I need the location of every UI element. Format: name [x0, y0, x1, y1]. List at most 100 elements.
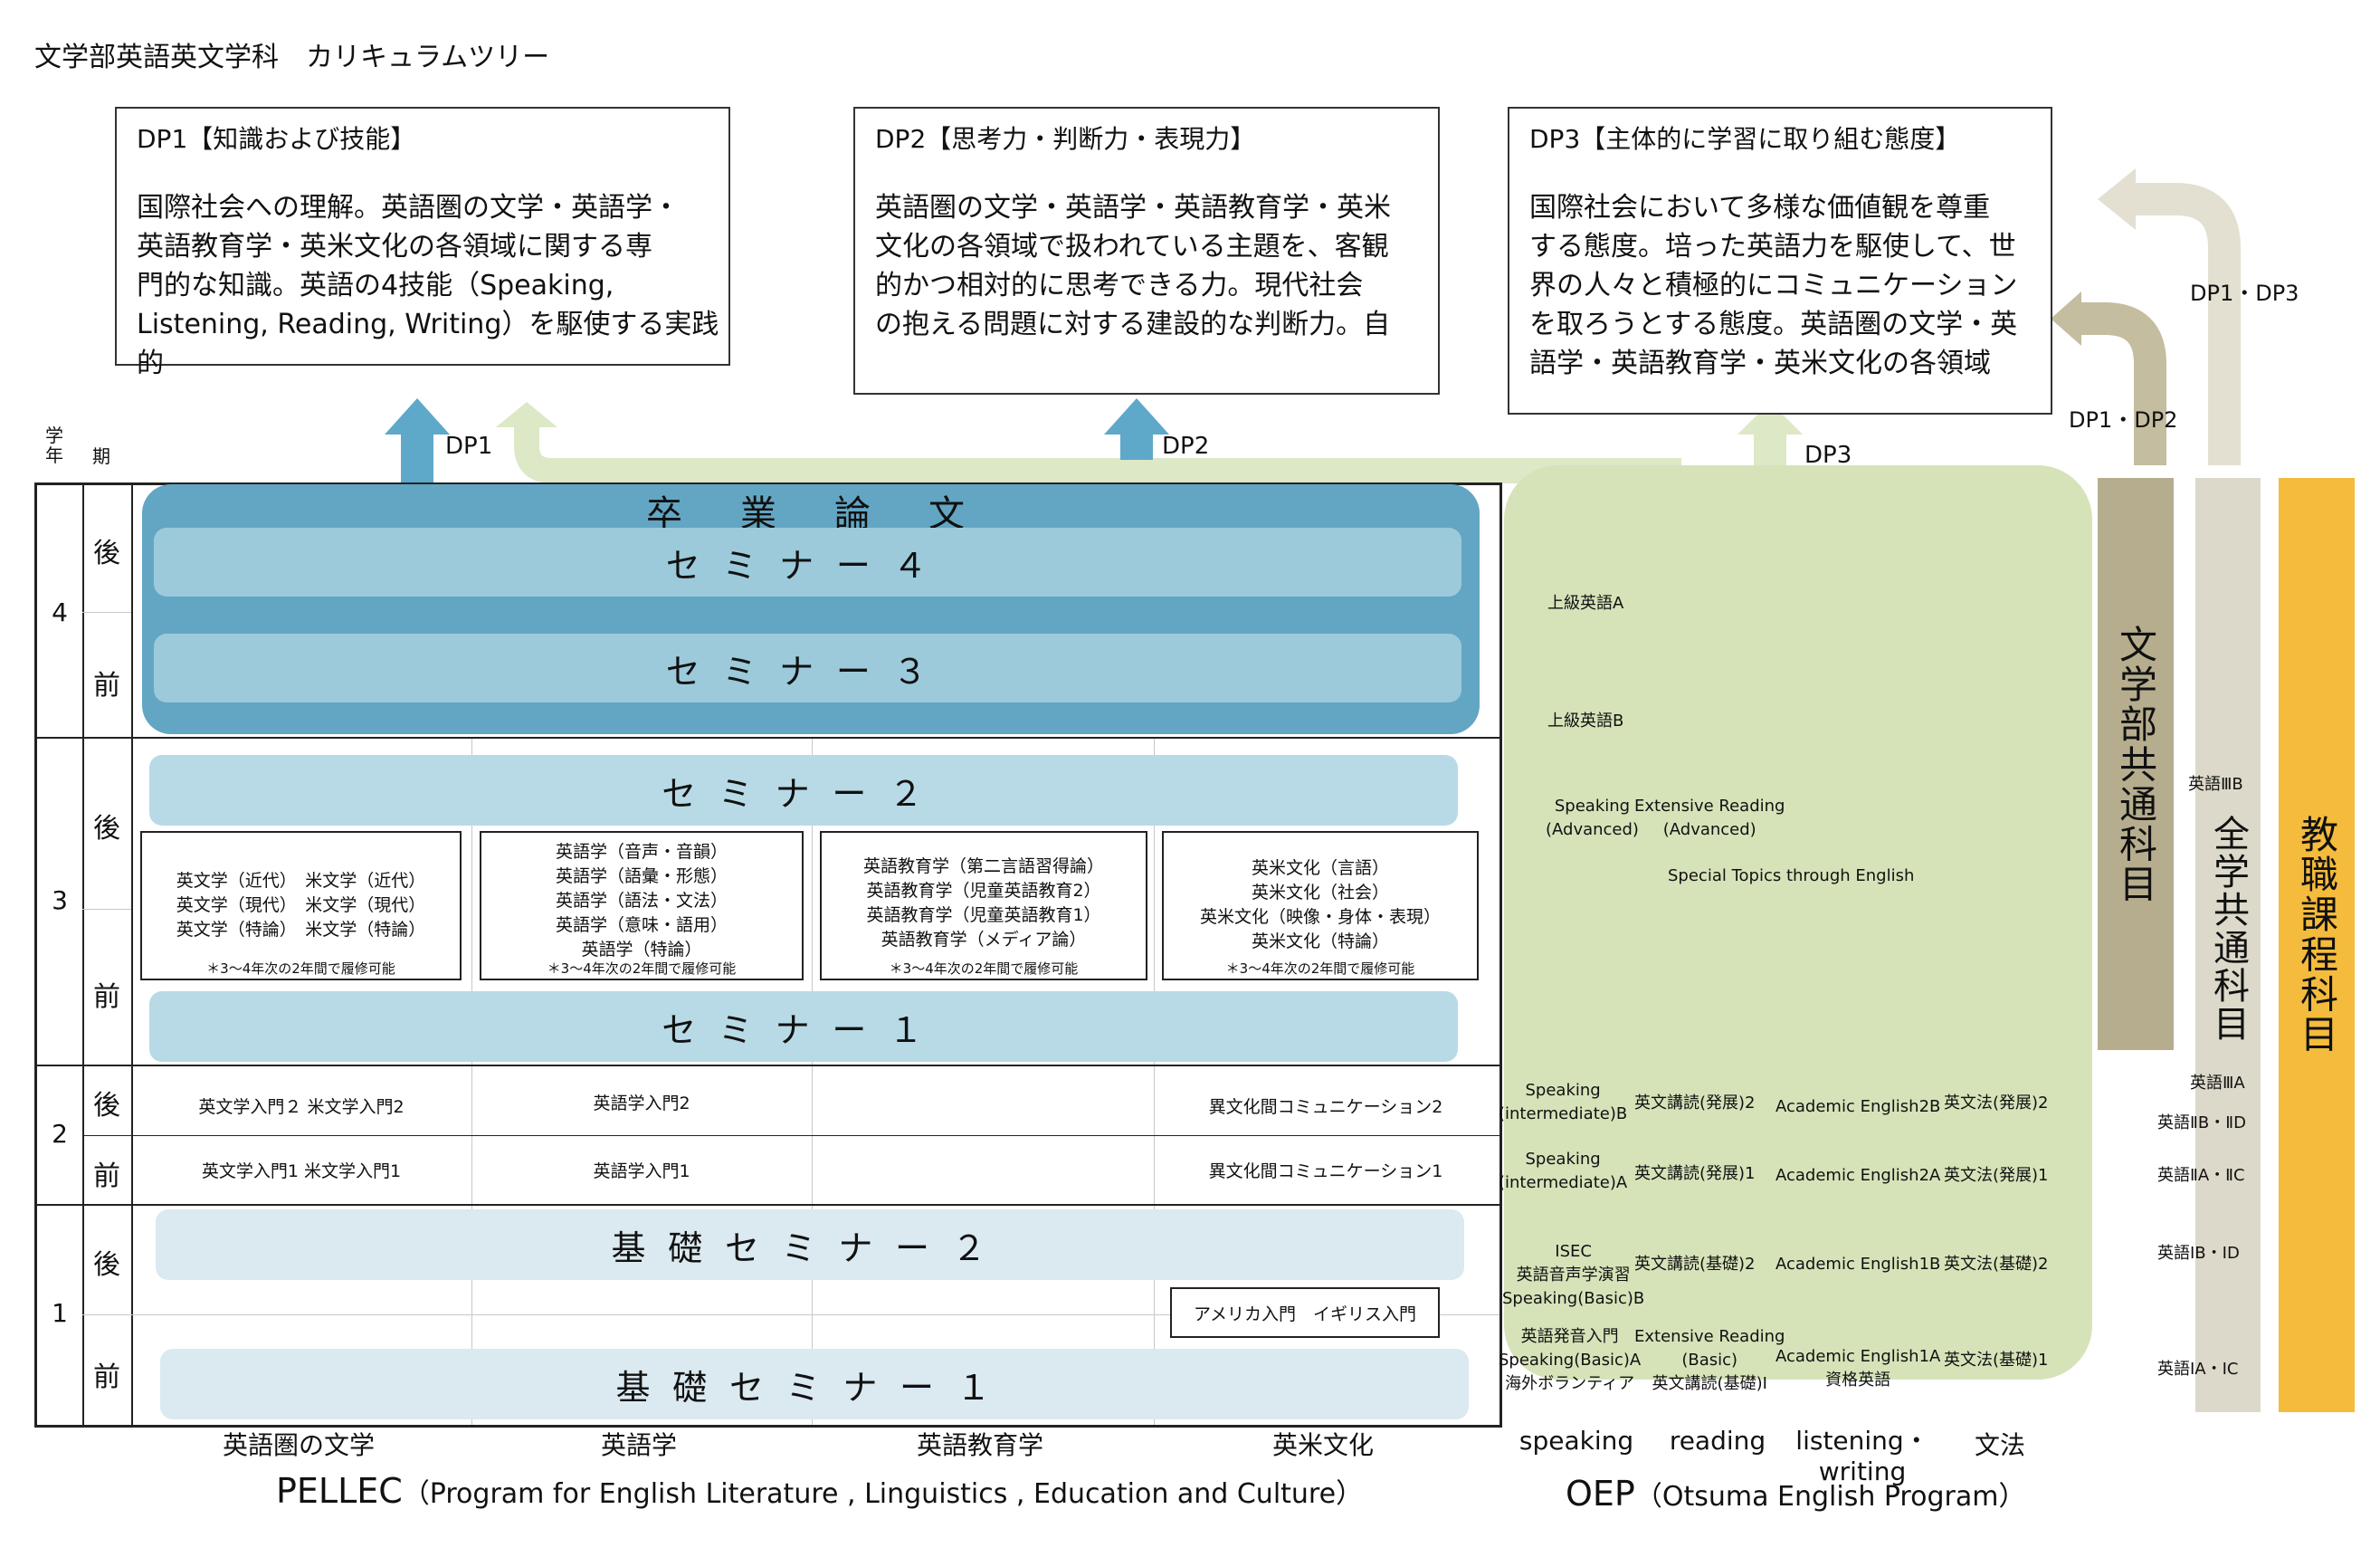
- year-4-label: 4: [52, 597, 68, 627]
- year-header: 学 年: [45, 425, 63, 466]
- dp3-arrow-label: DP3: [1804, 442, 1852, 469]
- english-level-2b-2d: 英語ⅡB・ⅡD: [2157, 1113, 2246, 1132]
- topic-literature-courses: 英文学（近代） 米文学（近代） 英文学（現代） 米文学（現代） 英文学（特論） …: [176, 871, 426, 940]
- col-divider-1: [471, 737, 472, 1425]
- dp1-body: 国際社会への理解。英語圏の文学・英語学・ 英語教育学・英米文化の各領域に関する専…: [137, 192, 719, 379]
- oep-eibunpo-hatten-1: 英文法(発展)1: [1944, 1166, 2049, 1185]
- dp1-dp3-curve-arrow: [2136, 183, 2241, 465]
- topic-box-literature: 英文学（近代） 米文学（近代） 英文学（現代） 米文学（現代） 英文学（特論） …: [140, 831, 462, 980]
- y2-late-culture: 異文化間コミュニケーション2: [1208, 1097, 1443, 1117]
- col-footer-education: 英語教育学: [916, 1430, 1043, 1460]
- col-divider-3: [1154, 737, 1155, 1425]
- topic-linguistics-note: ＊3〜4年次の2年間で履修可能: [547, 960, 737, 977]
- oep-eibun-kiso-2: 英文講読(基礎)2: [1634, 1255, 1756, 1274]
- oep-academic-2b: Academic English2B: [1775, 1097, 1941, 1116]
- dp1-dp2-arrow-label: DP1・DP2: [2069, 407, 2178, 433]
- oep-speaking-int-a: Speaking (intermediate)A: [1499, 1150, 1628, 1192]
- pellec-label: PELLEC（Program for English Literature , …: [276, 1471, 1363, 1511]
- topic-box-culture: 英米文化（言語） 英米文化（社会） 英米文化（映像・身体・表現） 英米文化（特論…: [1162, 831, 1479, 980]
- bar-zengaku-common: 全学共通科目: [2195, 478, 2261, 1412]
- seminar-2: セミナー２: [149, 755, 1458, 826]
- oep-label: OEP（Otsuma English Program）: [1566, 1474, 2025, 1514]
- pellec-acronym: PELLEC: [276, 1471, 403, 1511]
- oep-fullname: （Otsuma English Program）: [1634, 1481, 2026, 1513]
- oep-area: [1504, 465, 2092, 1380]
- oep-eibun-hatten-2: 英文講読(発展)2: [1634, 1094, 1756, 1113]
- oep-hatsuon: 英語発音入門 Speaking(Basic)A 海外ボランティア: [1499, 1327, 1642, 1393]
- oep-eibunpo-hatten-2: 英文法(発展)2: [1944, 1094, 2049, 1113]
- y2-late-label: 後: [93, 1090, 120, 1122]
- dp3-body: 国際社会において多様な価値観を尊重 する態度。培った英語力を駆使して、世 界の人…: [1529, 192, 2018, 379]
- oep-eibun-hatten-1: 英文講読(発展)1: [1634, 1164, 1756, 1183]
- oep-col-reading: reading: [1669, 1426, 1766, 1456]
- basic-seminar-2: 基礎セミナー２: [156, 1209, 1464, 1280]
- y3-late-label: 後: [93, 813, 120, 845]
- term-divider-y2: [82, 1135, 1499, 1136]
- col-footer-culture: 英米文化: [1271, 1430, 1374, 1460]
- oep-speaking-advanced: Speaking (Advanced): [1546, 797, 1639, 839]
- dp2-arrowhead: [1104, 398, 1169, 435]
- term-divider-y3: [82, 909, 131, 910]
- y2-late-linguistics: 英語学入門2: [593, 1094, 690, 1113]
- term-header: 期: [92, 445, 110, 467]
- oep-academic-1a: Academic English1A 資格英語: [1775, 1347, 1941, 1390]
- oep-eibunpo-kiso-1: 英文法(基礎)1: [1944, 1351, 2049, 1370]
- dp1-arrowhead: [385, 398, 450, 435]
- bar-zengaku-label: 全学共通科目: [2207, 815, 2249, 1043]
- oep-extensive-basic: Extensive Reading (Basic) 英文講読(基礎)Ⅰ: [1634, 1327, 1785, 1393]
- english-level-1b-1d: 英語ⅠB・ⅠD: [2157, 1244, 2240, 1263]
- oep-speaking-int-b: Speaking (intermediate)B: [1499, 1081, 1628, 1123]
- topic-culture-note: ＊3〜4年次の2年間で履修可能: [1225, 960, 1415, 977]
- dp3-arrow-shaft: [1754, 433, 1786, 469]
- oep-advanced-a: 上級英語A: [1547, 594, 1624, 613]
- dp2-flow-arrow: [514, 425, 1681, 483]
- topic-education-courses: 英語教育学（第二言語習得論） 英語教育学（児童英語教育2） 英語教育学（児童英語…: [862, 856, 1104, 950]
- year-divider-3-2: [37, 1065, 1499, 1066]
- y4-late-label: 後: [93, 538, 120, 569]
- year-divider-4-3: [37, 737, 1499, 739]
- dp3-heading: DP3【主体的に学習に取り組む態度】: [1529, 124, 1961, 154]
- curriculum-grid: 4 3 2 1 後 前 後 前 後 前 後 前 英文学入門２ 米文学入門2 英語…: [34, 482, 1502, 1428]
- topic-box-linguistics: 英語学（音声・音韻） 英語学（語彙・形態） 英語学（語法・文法） 英語学（意味・…: [480, 831, 804, 980]
- y2-late-literature: 英文学入門２ 米文学入門2: [198, 1097, 405, 1117]
- dp2-green-arrowhead: [496, 402, 557, 427]
- oep-academic-1b: Academic English1B: [1775, 1255, 1941, 1274]
- y3-early-label: 前: [93, 981, 120, 1013]
- dp3-arrowhead: [1737, 402, 1803, 435]
- col-footer-linguistics: 英語学: [600, 1430, 677, 1460]
- year-divider-2-1: [37, 1204, 1499, 1206]
- oep-eibunpo-kiso-2: 英文法(基礎)2: [1944, 1255, 2049, 1274]
- seminar-3: セミナー３: [154, 634, 1461, 702]
- seminar-4: セミナー４: [154, 528, 1461, 597]
- dp1-dp3-arrowhead: [2098, 168, 2136, 230]
- dp1-arrow-shaft: [401, 433, 433, 483]
- oep-col-grammar: 文法: [1974, 1430, 2025, 1460]
- dp1-box: DP1【知識および技能】 国際社会への理解。英語圏の文学・英語学・ 英語教育学・…: [115, 107, 730, 379]
- term-content-divider: [131, 485, 133, 1425]
- y4-early-label: 前: [93, 670, 120, 702]
- basic-seminar-1: 基礎セミナー１: [160, 1349, 1469, 1419]
- topic-culture-courses: 英米文化（言語） 英米文化（社会） 英米文化（映像・身体・表現） 英米文化（特論…: [1199, 858, 1441, 951]
- oep-extensive-advanced: Extensive Reading (Advanced): [1634, 797, 1785, 839]
- dp1-dp2-curve-arrow: [2081, 302, 2166, 465]
- oep-special-topics: Special Topics through English: [1668, 866, 1915, 885]
- english-level-2a-2c: 英語ⅡA・ⅡC: [2157, 1166, 2245, 1185]
- dp2-heading: DP2【思考力・判断力・表現力】: [875, 124, 1256, 154]
- english-level-3b: 英語ⅢB: [2188, 775, 2243, 794]
- y2-early-culture: 異文化間コミュニケーション1: [1208, 1161, 1443, 1181]
- dp1-dp3-arrow-label: DP1・DP3: [2190, 281, 2299, 306]
- pellec-fullname: （Program for English Literature , Lingui…: [402, 1478, 1364, 1510]
- oep-col-listening-writing: listening・ writing: [1795, 1426, 1929, 1486]
- seminar-1: セミナー１: [149, 991, 1458, 1062]
- dp2-arrow-label: DP2: [1162, 433, 1210, 460]
- english-level-1a-1c: 英語ⅠA・ⅠC: [2157, 1360, 2239, 1379]
- bar-bungakubu-label: 文学部共通科目: [2113, 624, 2158, 904]
- bar-bungakubu-common: 文学部共通科目: [2098, 478, 2174, 1050]
- dp1-heading: DP1【知識および技能】: [137, 124, 416, 154]
- topic-education-note: ＊3〜4年次の2年間で履修可能: [889, 960, 1079, 977]
- bar-kyoshoku-label: 教職課程科目: [2294, 815, 2339, 1055]
- y2-early-linguistics: 英語学入門1: [593, 1161, 690, 1181]
- term-divider-y1: [82, 1314, 1499, 1315]
- oep-col-speaking: speaking: [1518, 1426, 1634, 1456]
- y1-early-label: 前: [93, 1361, 120, 1393]
